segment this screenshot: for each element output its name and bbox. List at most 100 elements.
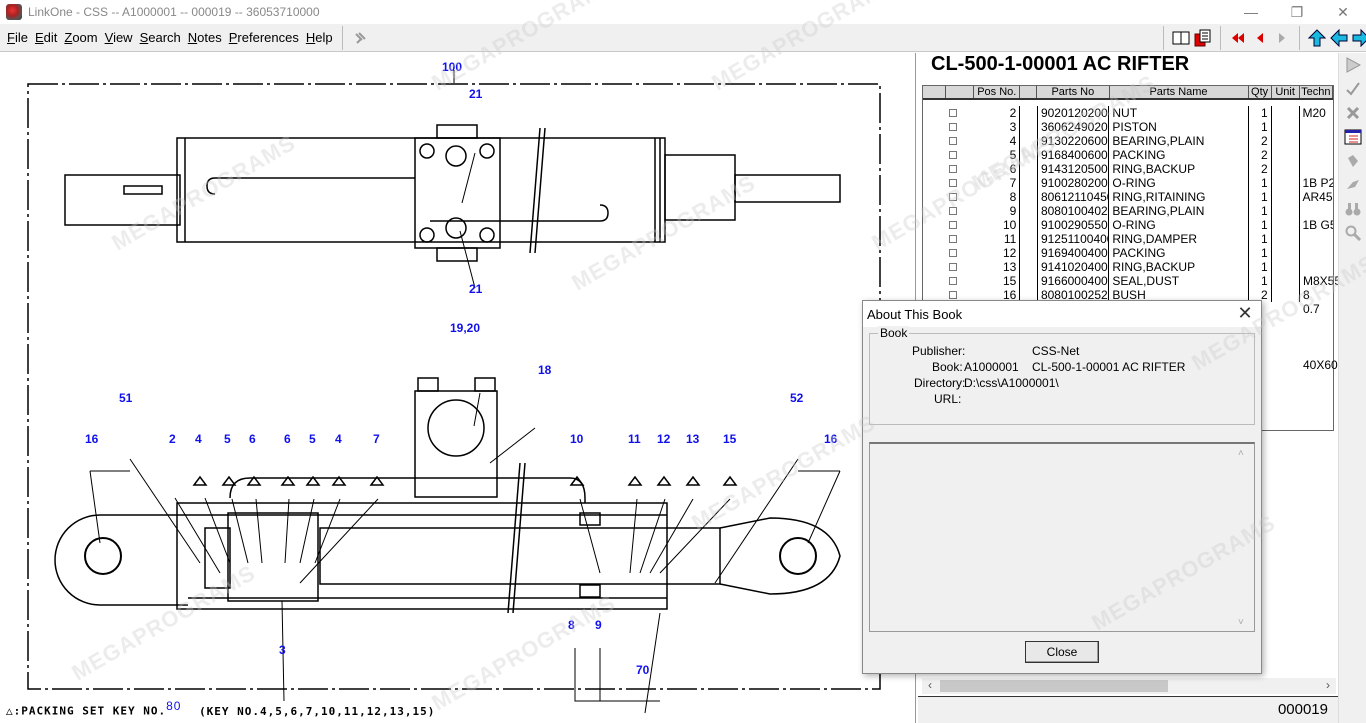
unlink-button[interactable] — [1339, 173, 1366, 197]
menu-file[interactable]: File — [4, 30, 31, 45]
next-page-button[interactable] — [1271, 27, 1293, 49]
check-button[interactable] — [1339, 77, 1366, 101]
menu-search[interactable]: Search — [137, 30, 184, 45]
callout-15[interactable]: 15 — [723, 432, 737, 446]
callout-5a[interactable]: 5 — [224, 432, 231, 446]
forward-button[interactable] — [1350, 27, 1366, 49]
callout-70[interactable]: 70 — [636, 663, 650, 677]
textarea-scrollbar[interactable]: ˄ ˅ — [1236, 446, 1250, 630]
scroll-left-arrow[interactable]: ‹ — [928, 678, 932, 692]
find-button[interactable] — [1339, 197, 1366, 221]
zoom-search-button[interactable] — [1339, 221, 1366, 245]
close-window-button[interactable]: ✕ — [1337, 3, 1349, 20]
callout-2[interactable]: 2 — [169, 432, 176, 446]
callout-4b[interactable]: 4 — [335, 432, 342, 446]
exploded-parts-drawing[interactable]: 100 21 21 19,20 18 51 16 2 4 5 6 6 5 4 7… — [0, 53, 916, 723]
menu-preferences[interactable]: Preferences — [226, 30, 302, 45]
close-button[interactable]: Close — [1025, 641, 1099, 663]
menu-view[interactable]: View — [102, 30, 136, 45]
scroll-down-arrow[interactable]: ˅ — [1238, 617, 1244, 628]
callout-4a[interactable]: 4 — [195, 432, 202, 446]
pin-button[interactable] — [349, 27, 371, 49]
cell-checkbox[interactable] — [946, 148, 974, 162]
up-button[interactable] — [1306, 27, 1328, 49]
col-header-parts-name[interactable]: Parts Name — [1110, 86, 1249, 98]
callout-13[interactable]: 13 — [686, 432, 700, 446]
horizontal-scrollbar[interactable]: ‹ › — [922, 678, 1336, 694]
callout-5b[interactable]: 5 — [309, 432, 316, 446]
row-checkbox[interactable] — [949, 221, 958, 229]
col-header-blank2[interactable] — [946, 86, 975, 98]
cell-checkbox[interactable] — [946, 232, 974, 246]
col-header-blank3[interactable] — [1020, 86, 1038, 98]
link-button[interactable] — [1339, 149, 1366, 173]
callout-7[interactable]: 7 — [373, 432, 380, 446]
row-checkbox[interactable] — [949, 235, 958, 243]
row-checkbox[interactable] — [949, 207, 958, 215]
callout-100[interactable]: 100 — [442, 60, 462, 74]
menu-zoom[interactable]: Zoom — [61, 30, 100, 45]
callout-11[interactable]: 11 — [628, 432, 641, 446]
row-checkbox[interactable] — [949, 151, 958, 159]
book-list-button[interactable] — [1192, 27, 1214, 49]
row-checkbox[interactable] — [949, 137, 958, 145]
callout-51[interactable]: 51 — [119, 391, 133, 405]
callout-18[interactable]: 18 — [538, 363, 552, 377]
callout-52[interactable]: 52 — [790, 391, 804, 405]
callout-12[interactable]: 12 — [657, 432, 671, 446]
scroll-right-arrow[interactable]: › — [1326, 678, 1330, 692]
cell-checkbox[interactable] — [946, 218, 974, 232]
dialog-close-icon[interactable]: ✕ — [1237, 303, 1253, 323]
cell-checkbox[interactable] — [946, 204, 974, 218]
cell-checkbox[interactable] — [946, 162, 974, 176]
callout-9[interactable]: 9 — [595, 618, 602, 632]
cell-checkbox[interactable] — [946, 176, 974, 190]
menu-edit[interactable]: Edit — [32, 30, 60, 45]
scroll-up-arrow[interactable]: ˄ — [1238, 448, 1244, 459]
cell-checkbox[interactable] — [946, 106, 974, 120]
col-header-qty[interactable]: Qty — [1249, 86, 1272, 98]
footnote-key[interactable]: 80 — [166, 699, 182, 713]
row-checkbox[interactable] — [949, 263, 958, 271]
callout-16-left[interactable]: 16 — [85, 432, 99, 446]
drawing-pane[interactable]: 100 21 21 19,20 18 51 16 2 4 5 6 6 5 4 7… — [0, 53, 916, 723]
row-checkbox[interactable] — [949, 277, 958, 285]
callout-19-20[interactable]: 19,20 — [450, 321, 480, 335]
restore-button[interactable]: ❐ — [1290, 3, 1304, 20]
play-button[interactable] — [1339, 53, 1366, 77]
callout-21-top[interactable]: 21 — [469, 87, 483, 101]
col-header-techn[interactable]: Techn — [1300, 86, 1333, 98]
callout-8[interactable]: 8 — [568, 618, 575, 632]
row-checkbox[interactable] — [949, 165, 958, 173]
scroll-thumb[interactable] — [940, 680, 1168, 692]
callout-6a[interactable]: 6 — [249, 432, 256, 446]
cell-checkbox[interactable] — [946, 288, 974, 302]
minimize-button[interactable]: — — [1244, 4, 1258, 20]
first-page-button[interactable] — [1227, 27, 1249, 49]
book-open-button[interactable] — [1170, 27, 1192, 49]
callout-16-right[interactable]: 16 — [824, 432, 838, 446]
row-checkbox[interactable] — [949, 291, 958, 299]
callout-21-bottom[interactable]: 21 — [469, 282, 483, 296]
cell-checkbox[interactable] — [946, 134, 974, 148]
row-checkbox[interactable] — [949, 109, 958, 117]
callout-10[interactable]: 10 — [570, 432, 584, 446]
cell-checkbox[interactable] — [946, 260, 974, 274]
list-view-button[interactable] — [1339, 125, 1366, 149]
row-checkbox[interactable] — [949, 249, 958, 257]
cell-checkbox[interactable] — [946, 120, 974, 134]
col-header-parts-no[interactable]: Parts No — [1037, 86, 1110, 98]
